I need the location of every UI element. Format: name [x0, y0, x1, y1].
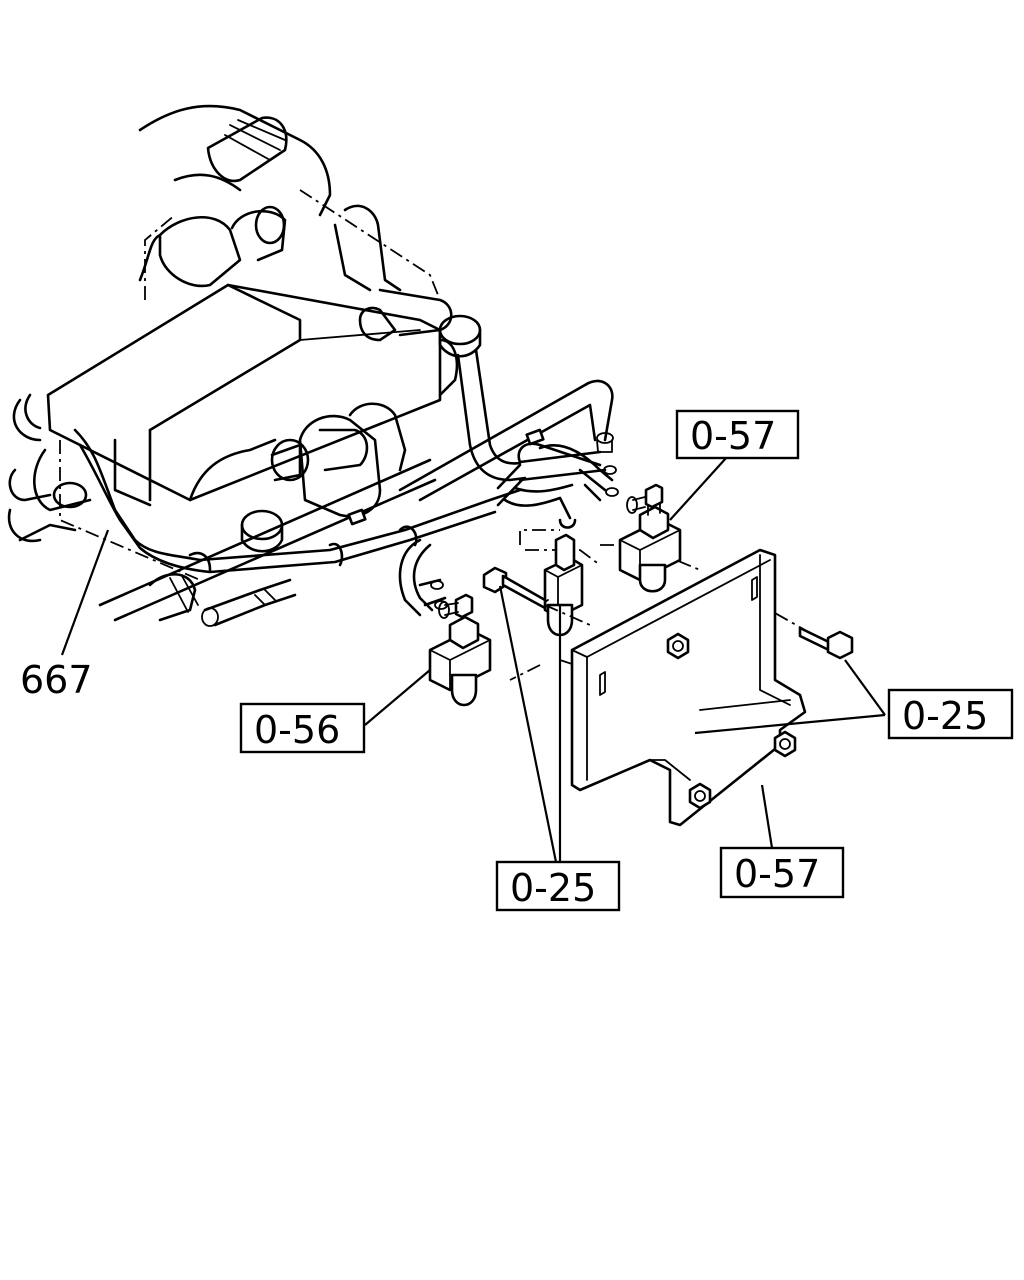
- svg-text:667: 667: [20, 658, 93, 702]
- svg-text:0-57: 0-57: [690, 414, 776, 458]
- vacuum-hose-harness: [73, 428, 619, 617]
- svg-text:0-57: 0-57: [734, 852, 820, 896]
- callout-0-25-right: 0-25: [887, 688, 1014, 740]
- svg-text:0-25: 0-25: [510, 866, 596, 910]
- leader-lines: [60, 456, 886, 863]
- vacuum-switching-valve-upper: [519, 483, 701, 593]
- svg-text:0-56: 0-56: [254, 708, 340, 752]
- engine-assembly: [7, 104, 614, 627]
- vacuum-switching-valve-lower: [428, 593, 591, 707]
- svg-text:0-25: 0-25: [902, 694, 988, 738]
- callout-0-57-top: 0-57: [675, 409, 800, 460]
- callout-0-25-bottom: 0-25: [495, 860, 621, 912]
- callout-0-56: 0-56: [239, 702, 366, 754]
- vacuum-switching-valve-center: [525, 533, 601, 637]
- callout-0-57-bottom: 0-57: [719, 846, 845, 899]
- mounting-bracket: [570, 548, 807, 827]
- callout-667: 667: [20, 658, 93, 702]
